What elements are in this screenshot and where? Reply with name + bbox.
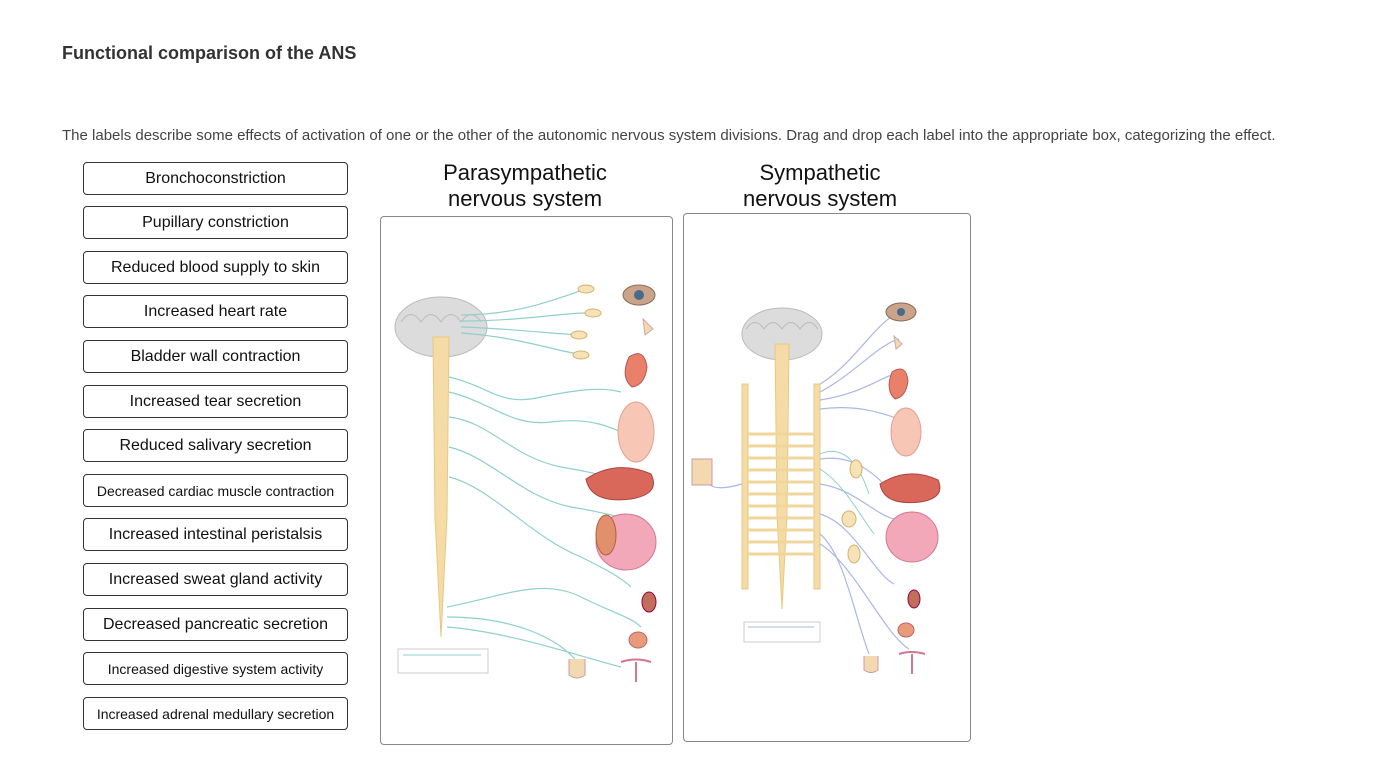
heart-icon (888, 368, 909, 400)
draggable-label[interactable]: Reduced blood supply to skin (83, 251, 348, 284)
draggable-label[interactable]: Increased intestinal peristalsis (83, 518, 348, 551)
sympathetic-diagram (691, 302, 941, 674)
page-title: Functional comparison of the ANS (62, 43, 357, 63)
draggable-label[interactable]: Reduced salivary secretion (83, 429, 348, 462)
draggable-label[interactable]: Increased digestive system activity (83, 652, 348, 685)
draggable-label[interactable]: Decreased cardiac muscle contraction (83, 474, 348, 507)
spinal-cord-icon (432, 336, 450, 638)
intestine-icon (885, 511, 939, 563)
lung-icon (890, 407, 922, 457)
skin-icon (691, 458, 713, 486)
heart-icon (624, 353, 648, 388)
parasympathetic-drop-zone[interactable] (380, 216, 673, 745)
draggable-label[interactable]: Bronchoconstriction (83, 162, 348, 195)
draggable-label[interactable]: Increased sweat gland activity (83, 563, 348, 596)
sympathetic-title: Sympathetic nervous system (695, 160, 945, 212)
sympathetic-title-line1: Sympathetic (759, 160, 881, 185)
liver-icon (585, 467, 654, 501)
draggable-label[interactable]: Increased adrenal medullary secretion (83, 697, 348, 730)
draggable-label[interactable]: Increased tear secretion (83, 385, 348, 418)
liver-icon (879, 473, 941, 504)
parasympathetic-title-line1: Parasympathetic (443, 160, 607, 185)
lung-icon (617, 401, 655, 463)
sympathetic-title-line2: nervous system (742, 186, 898, 211)
draggable-label[interactable]: Decreased pancreatic secretion (83, 608, 348, 641)
parasympathetic-title-line2: nervous system (447, 186, 603, 211)
draggable-label[interactable]: Increased heart rate (83, 295, 348, 328)
sympathetic-drop-zone[interactable] (683, 213, 971, 742)
spinal-cord-icon (774, 343, 790, 610)
draggable-label[interactable]: Bladder wall contraction (83, 340, 348, 373)
parasympathetic-title: Parasympathetic nervous system (400, 160, 650, 212)
instructions-text: The labels describe some effects of acti… (62, 127, 1276, 144)
parasympathetic-diagram (394, 284, 657, 682)
draggable-label[interactable]: Pupillary constriction (83, 206, 348, 239)
